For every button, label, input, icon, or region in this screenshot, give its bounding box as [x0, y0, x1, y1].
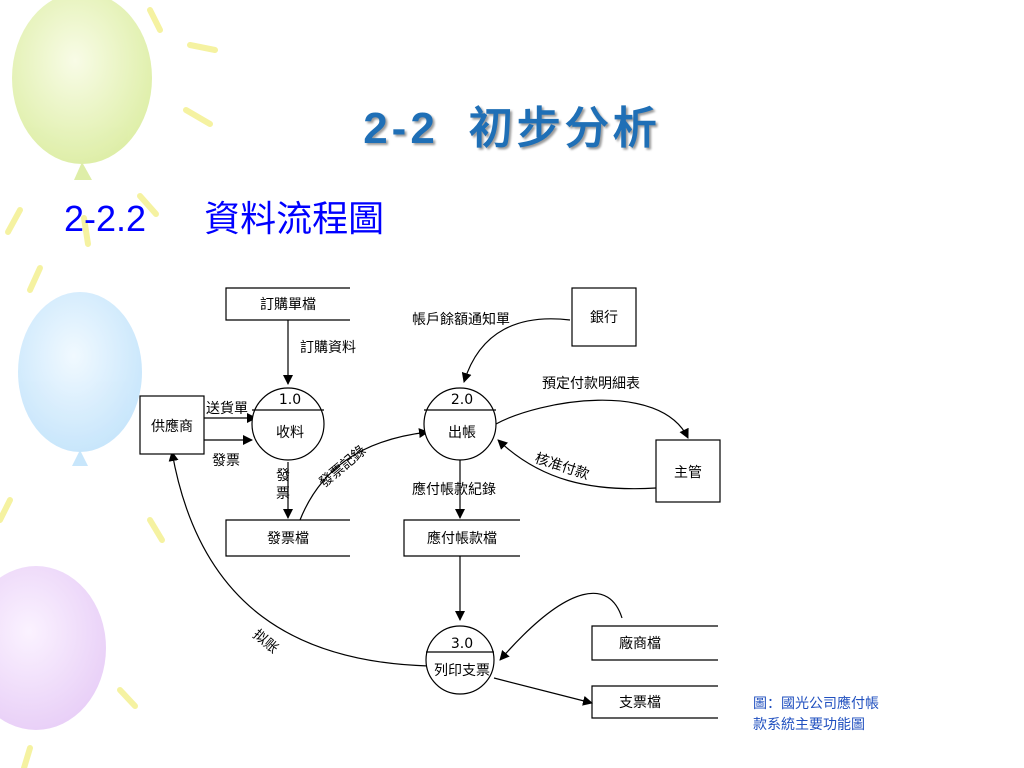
label-purchase-data: 訂購資料 [300, 340, 356, 356]
label-invoice-vertical-2: 票 [276, 486, 290, 502]
store-check [591, 685, 718, 719]
slide-subtitle: 2-2.2 資料流程圖 [64, 190, 384, 242]
title-number: 2-2 [363, 104, 439, 153]
title-text: 初步分析 [468, 103, 661, 154]
process-3-id: 3.0 [451, 636, 473, 652]
flow-payment-schedule [495, 399, 689, 439]
store-invoice [225, 519, 350, 557]
flow-invoice-record [299, 428, 429, 521]
process-1: 1.0 收料 [251, 387, 325, 461]
store-check-label: 支票檔 [619, 695, 661, 711]
purple-balloon [0, 566, 106, 730]
subtitle-text: 資料流程圖 [204, 199, 385, 240]
flow-balance-notice [461, 318, 571, 383]
process-2: 2.0 出帳 [423, 387, 497, 461]
store-vendor [591, 625, 718, 661]
store-invoice-label: 發票檔 [267, 531, 309, 547]
process-2-id: 2.0 [451, 392, 473, 408]
entity-bank-label: 銀行 [590, 310, 618, 326]
flow-remit [168, 451, 429, 667]
label-invoice: 發票 [212, 453, 240, 469]
process-3: 3.0 列印支票 [425, 625, 495, 695]
store-vendor-label: 廠商檔 [619, 635, 661, 652]
sparkle-rays [0, 7, 218, 768]
flow-approve-payment [497, 439, 657, 490]
caption-line-2: 款系統主要功能圖 [753, 717, 865, 733]
label-remit: 拟账 [249, 627, 281, 657]
figure-caption: 圖：國光公司應付帳 款系統主要功能圖 [753, 694, 953, 736]
label-invoice-vertical-1: 發 [276, 468, 290, 484]
label-delivery-note: 送貨單 [206, 400, 248, 417]
process-3-name: 列印支票 [434, 663, 490, 679]
entity-manager-label: 主管 [674, 465, 702, 481]
entity-supplier-label: 供應商 [151, 418, 193, 435]
process-2-name: 出帳 [448, 425, 476, 441]
process-1-id: 1.0 [279, 392, 301, 408]
entity-supplier: 供應商 [139, 395, 205, 455]
caption-line-1: 圖：國光公司應付帳 [753, 696, 879, 712]
entity-bank: 銀行 [571, 287, 637, 347]
store-payable [403, 519, 520, 557]
label-balance-notice: 帳戶餘額通知單 [412, 311, 510, 328]
subtitle-number: 2-2.2 [64, 198, 147, 239]
entity-manager: 主管 [655, 439, 721, 503]
flow-vendor-to-p3 [499, 592, 623, 661]
blue-balloon [18, 292, 142, 466]
process-1-name: 收料 [276, 425, 304, 441]
label-invoice-record: 發票記錄 [316, 442, 370, 491]
store-purchase-order-label: 訂購單檔 [260, 297, 316, 313]
green-balloon [12, 0, 152, 180]
label-payment-schedule: 預定付款明細表 [542, 376, 640, 392]
store-purchase-order [225, 287, 350, 321]
store-payable-label: 應付帳款檔 [427, 530, 497, 547]
flow-p3-to-check [493, 677, 593, 706]
label-payable-record: 應付帳款紀錄 [412, 481, 496, 498]
slide-title: 2-2 初步分析 [0, 92, 1024, 156]
